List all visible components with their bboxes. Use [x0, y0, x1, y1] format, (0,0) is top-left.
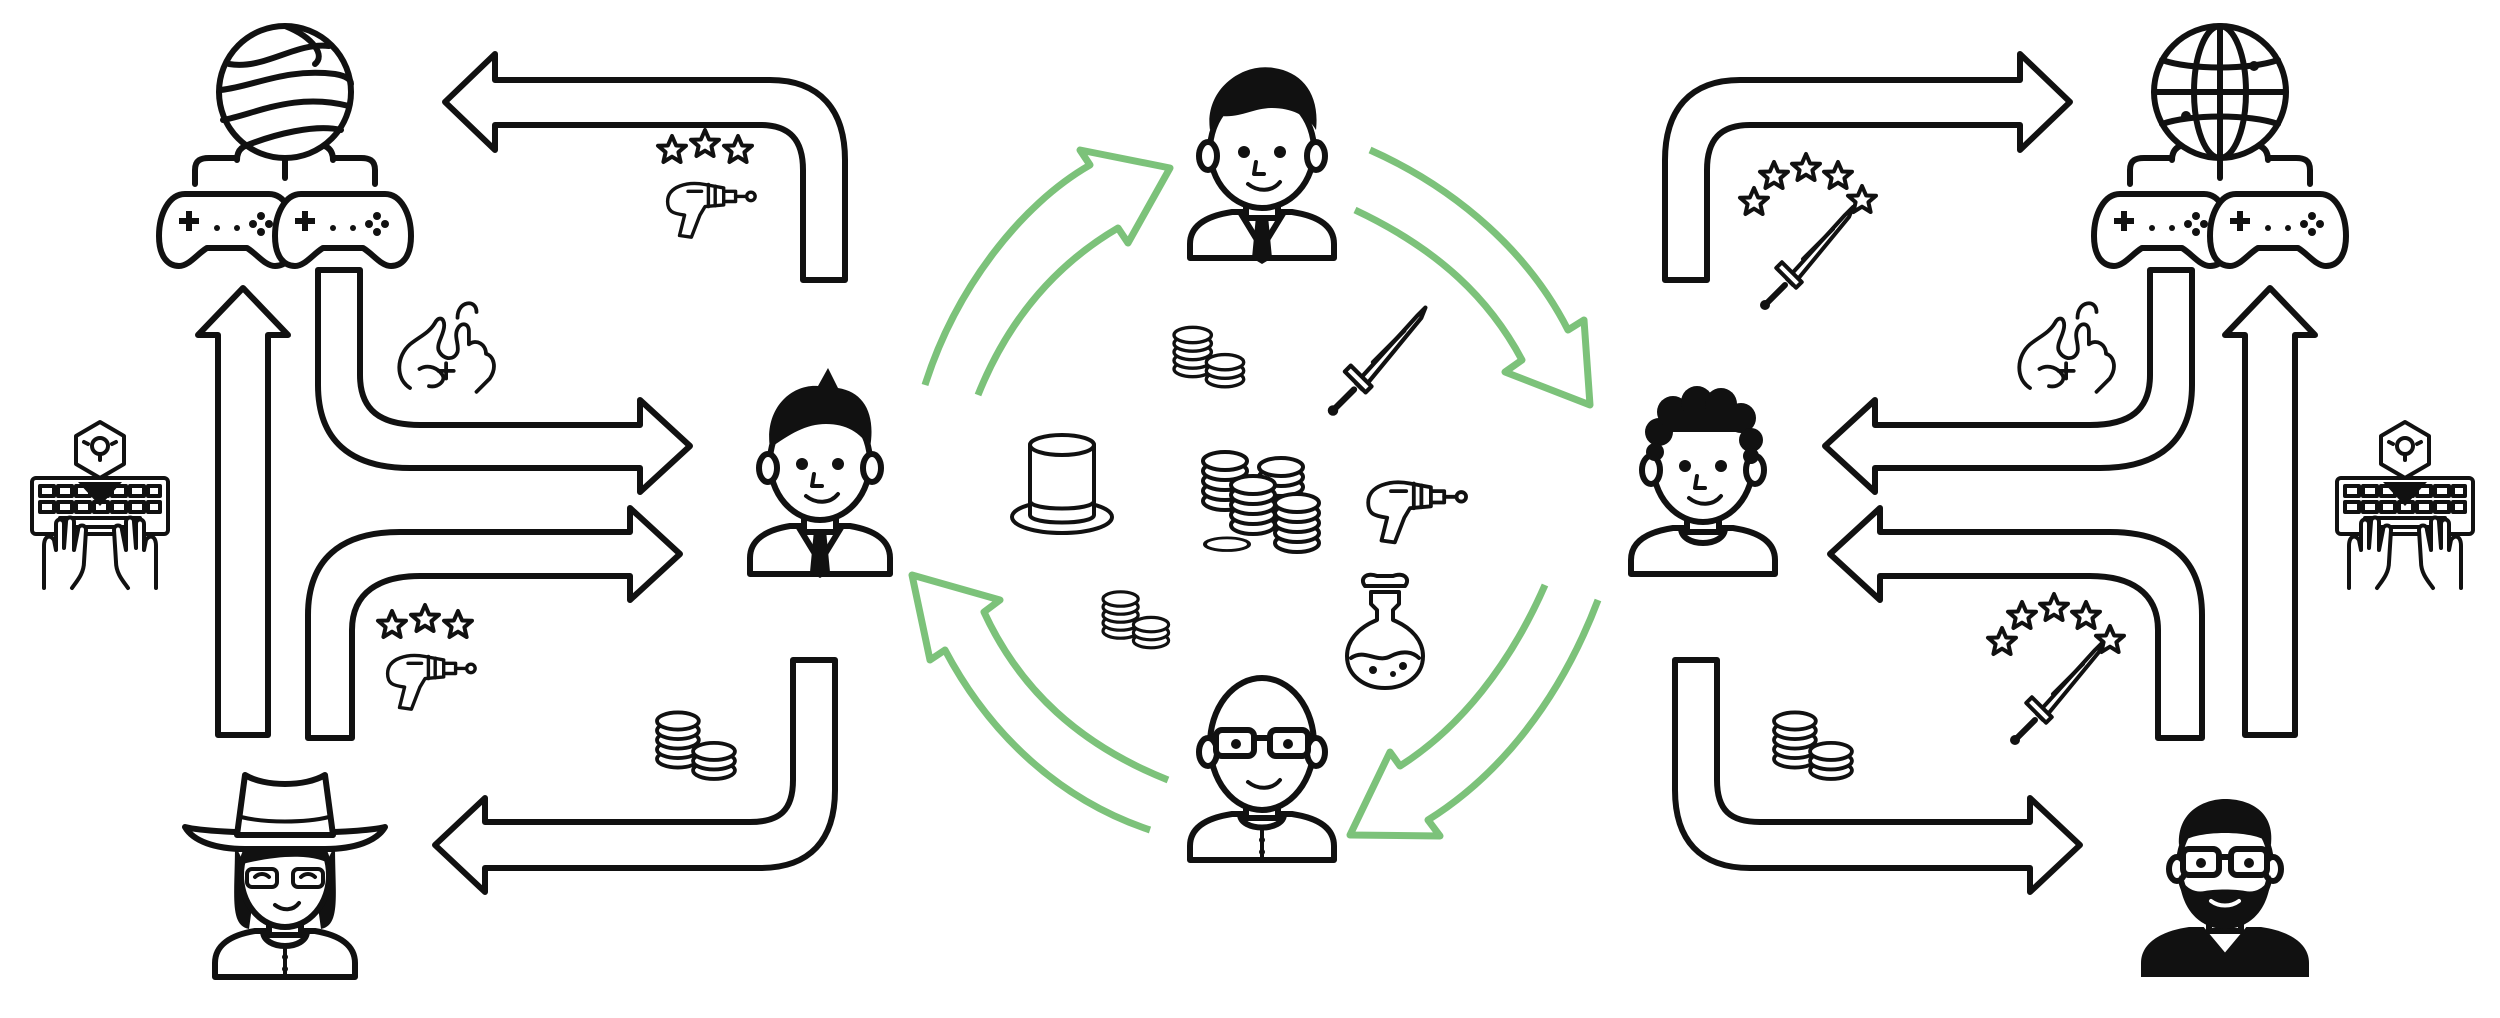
coins-icon — [1101, 590, 1171, 650]
flow-arrow-globe-to-player — [1822, 267, 2195, 495]
cycle-arrow-top-right — [1353, 146, 1594, 409]
flow-arrow-up-right — [2222, 285, 2318, 738]
coins-icon — [655, 710, 737, 781]
hand-sign-icon — [2017, 301, 2116, 394]
sword-icon — [2010, 642, 2103, 745]
star-rating-icon — [376, 603, 474, 639]
gamepad-icon — [2210, 194, 2346, 266]
coins-icon — [1772, 710, 1854, 781]
ray-gun-icon — [665, 181, 757, 239]
coin-stack-icon — [1201, 450, 1321, 554]
developer-keyboard-icon — [2335, 420, 2475, 590]
person-avatar-icon — [1628, 386, 1778, 577]
person-avatar-icon — [2141, 799, 2309, 977]
center-items — [1010, 308, 1468, 690]
flow-arrow-planet-to-player — [315, 267, 693, 495]
person-avatar-icon — [182, 772, 388, 980]
star-rating-icon — [656, 128, 754, 164]
flow-arrow-to-planet — [442, 51, 848, 283]
flow-arrow-player-to-seller — [432, 657, 838, 895]
sword-icon — [1760, 207, 1853, 310]
trade-cycle-arrows — [908, 146, 1602, 840]
developer-keyboard-icon — [30, 420, 170, 590]
potion-icon — [1345, 572, 1425, 690]
coins-icon — [1172, 325, 1246, 389]
flow-arrow-up-left — [195, 285, 291, 738]
person-avatar-icon — [747, 368, 893, 578]
ray-gun-icon — [385, 653, 477, 711]
gamepad-icon — [275, 194, 411, 266]
cycle-arrow-bottom-right — [1346, 583, 1602, 840]
top-hat-icon — [1010, 433, 1114, 535]
person-avatar-icon — [1187, 675, 1337, 863]
star-rating-icon — [1738, 152, 1878, 216]
cycle-arrow-bottom-left — [908, 571, 1170, 834]
flow-arrow-buyer-to-player — [1827, 505, 2205, 741]
person-avatar-icon — [1187, 67, 1337, 264]
flow-arrow-seller-to-player — [305, 505, 683, 741]
ray-gun-icon — [1366, 480, 1468, 545]
cycle-arrow-top-left — [921, 146, 1174, 397]
globe-game-icon — [2094, 23, 2346, 266]
hand-sign-icon — [397, 301, 496, 394]
flow-arrow-player-to-buyer — [1672, 657, 2083, 895]
planet-game-icon — [159, 23, 411, 266]
flow-arrow-to-globe — [1662, 51, 2073, 283]
sword-icon — [1328, 308, 1426, 416]
